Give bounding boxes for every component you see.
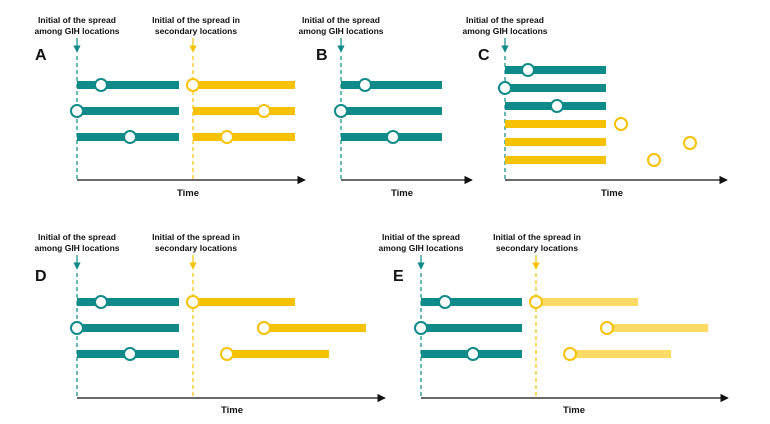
gih-start-marker bbox=[498, 81, 512, 95]
gih-label-line1: Initial of the spread bbox=[382, 232, 460, 242]
secondary-bar bbox=[505, 156, 606, 164]
gih-start-marker bbox=[334, 104, 348, 118]
gih-start-marker bbox=[521, 63, 535, 77]
secondary-bar bbox=[570, 350, 671, 358]
time-label: Time bbox=[221, 405, 243, 416]
gih-bar bbox=[341, 81, 442, 89]
gih-start-marker bbox=[70, 104, 84, 118]
gih-start-marker bbox=[550, 99, 564, 113]
gih-start-marker bbox=[466, 347, 480, 361]
gih-label-line2: among GIH locations bbox=[34, 243, 119, 253]
gih-start-marker bbox=[123, 130, 137, 144]
secondary-bar bbox=[193, 81, 295, 89]
gih-start-marker bbox=[358, 78, 372, 92]
gih-bar bbox=[341, 107, 442, 115]
secondary-bar bbox=[607, 324, 708, 332]
secondary-bar bbox=[193, 107, 295, 115]
secondary-bar bbox=[193, 298, 295, 306]
gih-start-marker bbox=[70, 321, 84, 335]
secondary-bar bbox=[505, 120, 606, 128]
gih-label-line1: Initial of the spread bbox=[38, 15, 116, 25]
secondary-start-marker bbox=[257, 321, 271, 335]
panel-d: Initial of the spread among GIH location… bbox=[34, 232, 386, 416]
gih-bar bbox=[505, 84, 606, 92]
gih-bar bbox=[421, 298, 522, 306]
secondary-bar bbox=[536, 298, 638, 306]
secondary-start-marker bbox=[563, 347, 577, 361]
gih-bar bbox=[77, 81, 179, 89]
gih-start-marker bbox=[94, 78, 108, 92]
panel-b: Initial of the spread among GIH location… bbox=[298, 15, 473, 199]
time-label: Time bbox=[177, 188, 199, 199]
panel-a: Initial of the spread among GIH location… bbox=[34, 15, 306, 199]
panel-letter: A bbox=[35, 47, 47, 64]
gih-label-line2: among GIH locations bbox=[378, 243, 463, 253]
secondary-label-line2: secondary locations bbox=[155, 26, 237, 36]
secondary-start-marker bbox=[529, 295, 543, 309]
secondary-bar bbox=[264, 324, 366, 332]
gih-bar bbox=[77, 298, 179, 306]
secondary-start-marker bbox=[600, 321, 614, 335]
gih-bar bbox=[421, 324, 522, 332]
secondary-bar bbox=[227, 350, 329, 358]
panel-c: Initial of the spread among GIH location… bbox=[462, 15, 728, 199]
secondary-start-marker bbox=[220, 347, 234, 361]
gih-label-line2: among GIH locations bbox=[34, 26, 119, 36]
gih-label-line1: Initial of the spread bbox=[38, 232, 116, 242]
gih-start-marker bbox=[123, 347, 137, 361]
secondary-label-line2: secondary locations bbox=[496, 243, 578, 253]
secondary-start-marker bbox=[186, 295, 200, 309]
time-label: Time bbox=[391, 188, 413, 199]
secondary-label-line1: Initial of the spread in bbox=[493, 232, 581, 242]
panel-letter: E bbox=[393, 268, 404, 285]
gih-start-marker bbox=[414, 321, 428, 335]
panel-e: Initial of the spread among GIH location… bbox=[378, 232, 729, 416]
secondary-bar bbox=[193, 133, 295, 141]
time-label: Time bbox=[601, 188, 623, 199]
secondary-start-marker bbox=[647, 153, 661, 167]
gih-bar bbox=[77, 324, 179, 332]
gih-label-line2: among GIH locations bbox=[298, 26, 383, 36]
panel-letter: B bbox=[316, 47, 328, 64]
panel-letter: D bbox=[35, 268, 47, 285]
gih-bar bbox=[505, 66, 606, 74]
gih-label-line2: among GIH locations bbox=[462, 26, 547, 36]
secondary-start-marker bbox=[257, 104, 271, 118]
gih-start-marker bbox=[94, 295, 108, 309]
gih-start-marker bbox=[438, 295, 452, 309]
secondary-label-line2: secondary locations bbox=[155, 243, 237, 253]
gih-start-marker bbox=[386, 130, 400, 144]
secondary-label-line1: Initial of the spread in bbox=[152, 232, 240, 242]
gih-label-line1: Initial of the spread bbox=[302, 15, 380, 25]
secondary-label-line1: Initial of the spread in bbox=[152, 15, 240, 25]
secondary-start-marker bbox=[614, 117, 628, 131]
secondary-bar bbox=[505, 138, 606, 146]
panel-letter: C bbox=[478, 47, 490, 64]
secondary-start-marker bbox=[186, 78, 200, 92]
time-label: Time bbox=[563, 405, 585, 416]
secondary-start-marker bbox=[683, 136, 697, 150]
secondary-start-marker bbox=[220, 130, 234, 144]
gih-label-line1: Initial of the spread bbox=[466, 15, 544, 25]
gih-bar bbox=[77, 107, 179, 115]
